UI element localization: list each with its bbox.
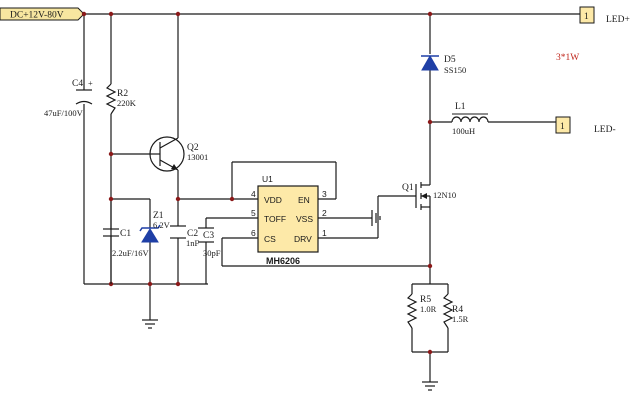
c4-ref: C4 [72, 79, 83, 89]
c1-value: 2.2uF/16V [112, 248, 149, 258]
u1-pin-right-number: 2 [322, 208, 327, 218]
r5-value: 1.0R [420, 304, 437, 314]
led-array-note: 3*1W [556, 53, 579, 63]
r5-ref: R5 [420, 295, 431, 305]
connector-led-minus: 1 LED- [555, 116, 616, 135]
r4-value: 1.5R [452, 314, 469, 324]
q2-ref: Q2 [187, 143, 199, 153]
svg-text:+: + [88, 78, 93, 88]
capacitor-c4: + C4 47uF/100V [44, 78, 93, 118]
c2-value: 1nF [186, 238, 200, 248]
c4-value: 47uF/100V [44, 108, 84, 118]
z1-ref: Z1 [153, 211, 164, 221]
u1-pin-left-name: VDD [264, 195, 282, 205]
u1-pin-right-name: VSS [296, 214, 313, 224]
d5-ref: D5 [444, 55, 456, 65]
led-minus-pin: 1 [560, 122, 565, 132]
l1-value: 100uH [452, 126, 475, 136]
connector-led-plus: 1 LED+ [579, 6, 630, 25]
zener-z1: Z1 6.2V [139, 211, 171, 243]
l1-ref: L1 [455, 102, 466, 112]
c1-ref: C1 [120, 229, 131, 239]
u1-pin-right-number: 3 [322, 189, 327, 199]
q1-ref: Q1 [402, 183, 414, 193]
r4-ref: R4 [452, 305, 463, 315]
led-minus-label: LED- [594, 125, 616, 135]
ground-icon [142, 319, 158, 329]
mosfet-q1: Q1 12N10 [402, 180, 456, 212]
supply-label: DC+12V-80V [10, 11, 64, 21]
capacitor-c1: C1 2.2uF/16V [103, 228, 149, 284]
r2-value: 220K [117, 98, 137, 108]
z1-value: 6.2V [153, 220, 171, 230]
resistor-r2: R2 220K [105, 83, 137, 115]
u1-pin-left-number: 6 [251, 228, 256, 238]
junction-dots [81, 11, 433, 355]
resistor-r5: R5 1.0R [406, 293, 437, 329]
u1-pin-left-number: 4 [251, 189, 256, 199]
u1-pin-right-number: 1 [322, 228, 327, 238]
inductor-l1: L1 100uH [451, 102, 489, 136]
q2-value: 13001 [187, 152, 208, 162]
u1-part: MH6206 [266, 256, 300, 266]
r2-ref: R2 [117, 89, 128, 99]
ic-u1: U1 MH6206 VDD TOFF CS EN VSS DRV 4 5 6 3… [251, 174, 327, 266]
ground-icon [422, 381, 438, 391]
u1-ref: U1 [262, 174, 273, 184]
led-plus-label: LED+ [606, 15, 630, 25]
diode-d5: D5 SS150 [421, 54, 466, 75]
led-plus-pin: 1 [584, 12, 589, 22]
q1-value: 12N10 [433, 190, 456, 200]
vss-ground-icon [371, 210, 381, 226]
u1-pin-right-name: EN [298, 195, 310, 205]
capacitor-c2: C2 1nF [170, 225, 200, 248]
supply-input-port: DC+12V-80V [0, 7, 85, 21]
wires [83, 13, 580, 382]
c3-value: 30pF [203, 248, 221, 258]
resistor-r4: R4 1.5R [442, 293, 469, 329]
u1-pin-left-name: TOFF [264, 214, 286, 224]
c2-ref: C2 [187, 229, 198, 239]
transistor-q2: Q2 13001 [149, 136, 208, 172]
u1-pin-left-number: 5 [251, 208, 256, 218]
u1-pin-left-name: CS [264, 234, 276, 244]
c3-ref: C3 [203, 231, 214, 241]
u1-pin-right-name: DRV [294, 234, 312, 244]
d5-value: SS150 [444, 65, 466, 75]
capacitor-c3: C3 30pF [198, 227, 221, 258]
